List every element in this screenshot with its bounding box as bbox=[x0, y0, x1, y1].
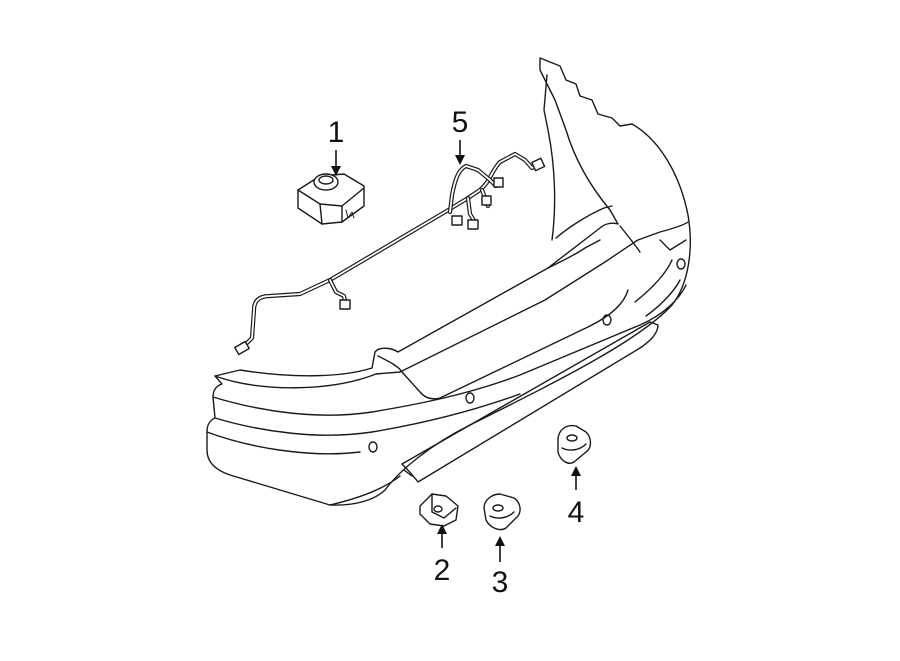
sensor-hole-right bbox=[676, 258, 686, 270]
callout-3: 3 bbox=[492, 536, 509, 599]
callout-1: 1 bbox=[328, 116, 345, 176]
sensor-hole-center-right bbox=[602, 314, 612, 326]
connector-left bbox=[234, 340, 250, 356]
callout-label-4: 4 bbox=[568, 496, 585, 529]
connector-loop-a bbox=[451, 215, 463, 226]
connector-loop-b bbox=[467, 219, 479, 230]
callout-label-5: 5 bbox=[452, 106, 469, 139]
connector-loop-c bbox=[481, 195, 492, 206]
callout-label-3: 3 bbox=[492, 566, 509, 599]
bumper-cover bbox=[206, 57, 691, 506]
callout-label-1: 1 bbox=[328, 116, 345, 149]
callout-5: 5 bbox=[452, 106, 469, 165]
parking-sensor-wiring-harness bbox=[234, 151, 546, 356]
sensor-hole-left bbox=[368, 441, 378, 453]
parking-aid-module bbox=[297, 173, 365, 225]
callout-2: 2 bbox=[434, 524, 451, 587]
callout-label-2: 2 bbox=[434, 554, 451, 587]
sensor-retainer-part-2 bbox=[419, 493, 459, 527]
sensor-bezel-part-4 bbox=[557, 424, 592, 464]
connector-mid-left bbox=[339, 299, 351, 310]
connector-right bbox=[531, 157, 546, 172]
sensor-hole-center-left bbox=[465, 392, 475, 404]
connector-loop-d bbox=[493, 177, 504, 188]
sensor-bezel-part-3 bbox=[483, 493, 521, 531]
callout-4: 4 bbox=[568, 466, 585, 529]
